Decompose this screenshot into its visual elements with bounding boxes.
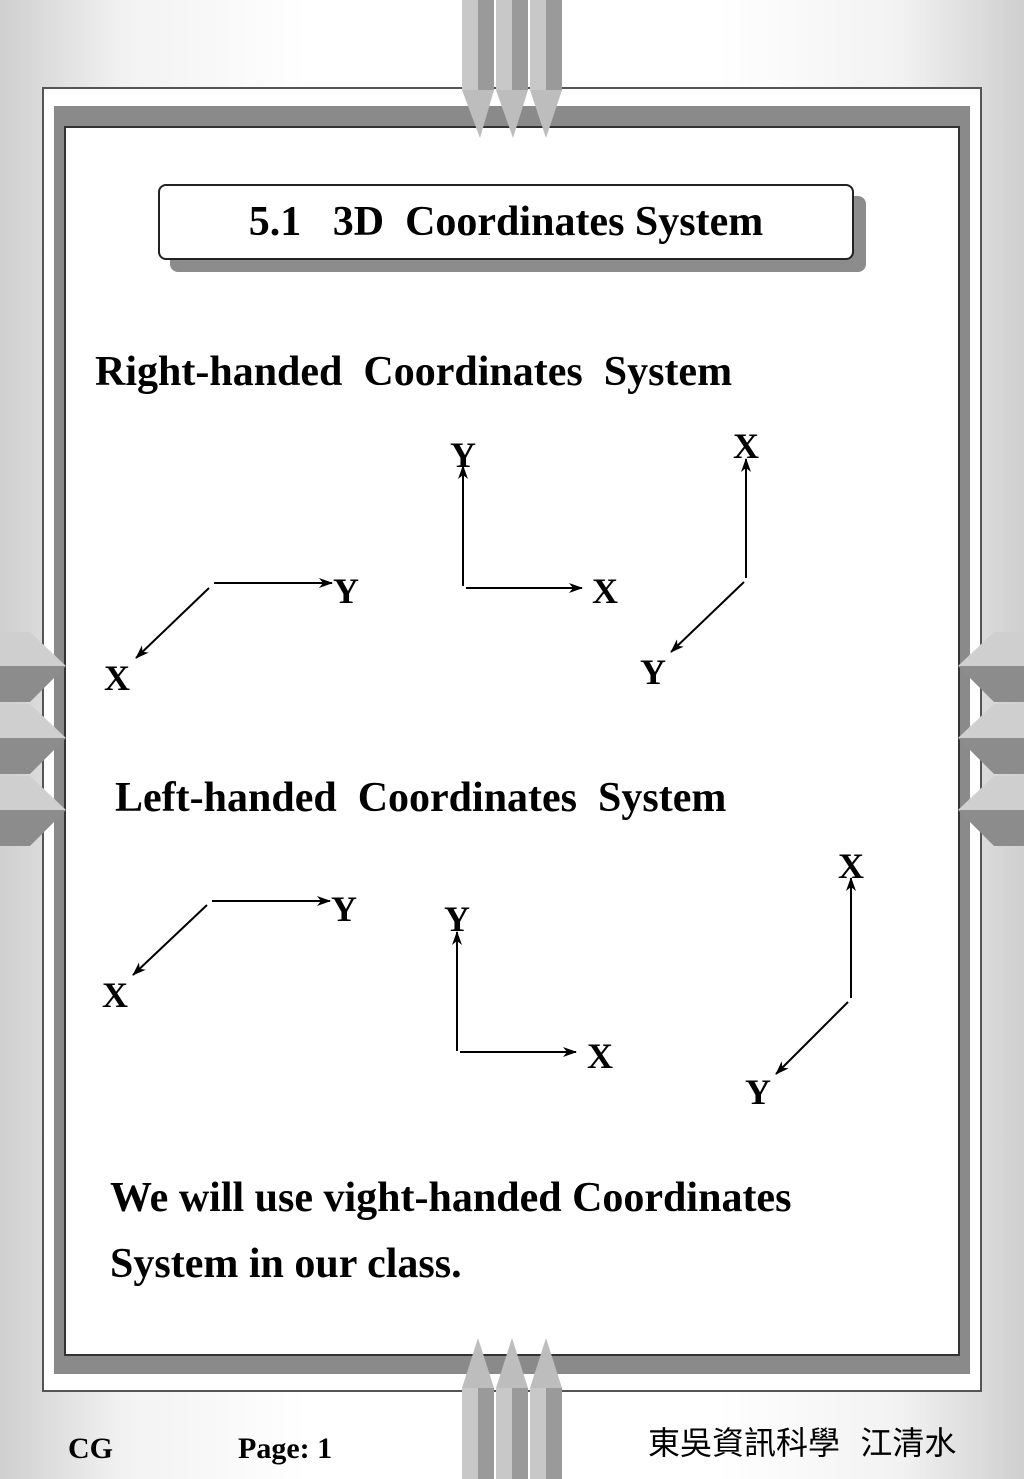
- footer-page-number: Page: 1: [238, 1432, 333, 1465]
- rh-diagram-2: [458, 465, 583, 593]
- lh-diagram-2: [452, 931, 577, 1057]
- lh-diagram-1: [132, 896, 331, 976]
- left-handed-heading: Left-handed Coordinates System: [115, 775, 727, 821]
- statement-line-2: System in our class.: [110, 1241, 462, 1287]
- footer-course: CG: [68, 1432, 113, 1465]
- lh2-x-label: X: [587, 1036, 613, 1076]
- lh3-y-axis: [775, 1001, 849, 1075]
- rh-diagram-3: [670, 458, 751, 653]
- rh-diagram-1: [135, 578, 333, 659]
- lh1-x-axis: [132, 904, 208, 976]
- lh3-x-label: X: [838, 846, 864, 886]
- right-tab-decoration: [958, 632, 1024, 846]
- slide-title: 5.1 3D Coordinates System: [248, 199, 764, 245]
- rh2-y-label: Y: [450, 435, 476, 475]
- title-box: 5.1 3D Coordinates System: [158, 184, 854, 260]
- lh1-x-label: X: [102, 975, 128, 1015]
- rh3-x-label: X: [733, 426, 759, 466]
- lh2-y-label: Y: [444, 899, 470, 939]
- rh2-x-label: X: [592, 571, 618, 611]
- conclusion-statement: We will use vight-handed Coordinates Sys…: [110, 1165, 791, 1297]
- left-tab-decoration: [0, 632, 66, 846]
- lh3-y-label: Y: [745, 1072, 771, 1112]
- rh1-x-axis: [135, 587, 210, 659]
- statement-line-1: We will use vight-handed Coordinates: [110, 1175, 792, 1221]
- footer-author: 東吳資訊科學 江清水: [648, 1424, 957, 1462]
- top-pillar-decoration: [462, 0, 562, 138]
- right-handed-heading: Right-handed Coordinates System: [95, 349, 733, 395]
- rh1-y-label: Y: [333, 571, 359, 611]
- bottom-pillar-decoration: [462, 1338, 562, 1479]
- lh-diagram-3: [775, 877, 856, 1075]
- rh1-x-label: X: [104, 658, 130, 698]
- rh3-y-label: Y: [640, 652, 666, 692]
- lh1-y-label: Y: [331, 889, 357, 929]
- rh3-y-axis: [670, 581, 745, 653]
